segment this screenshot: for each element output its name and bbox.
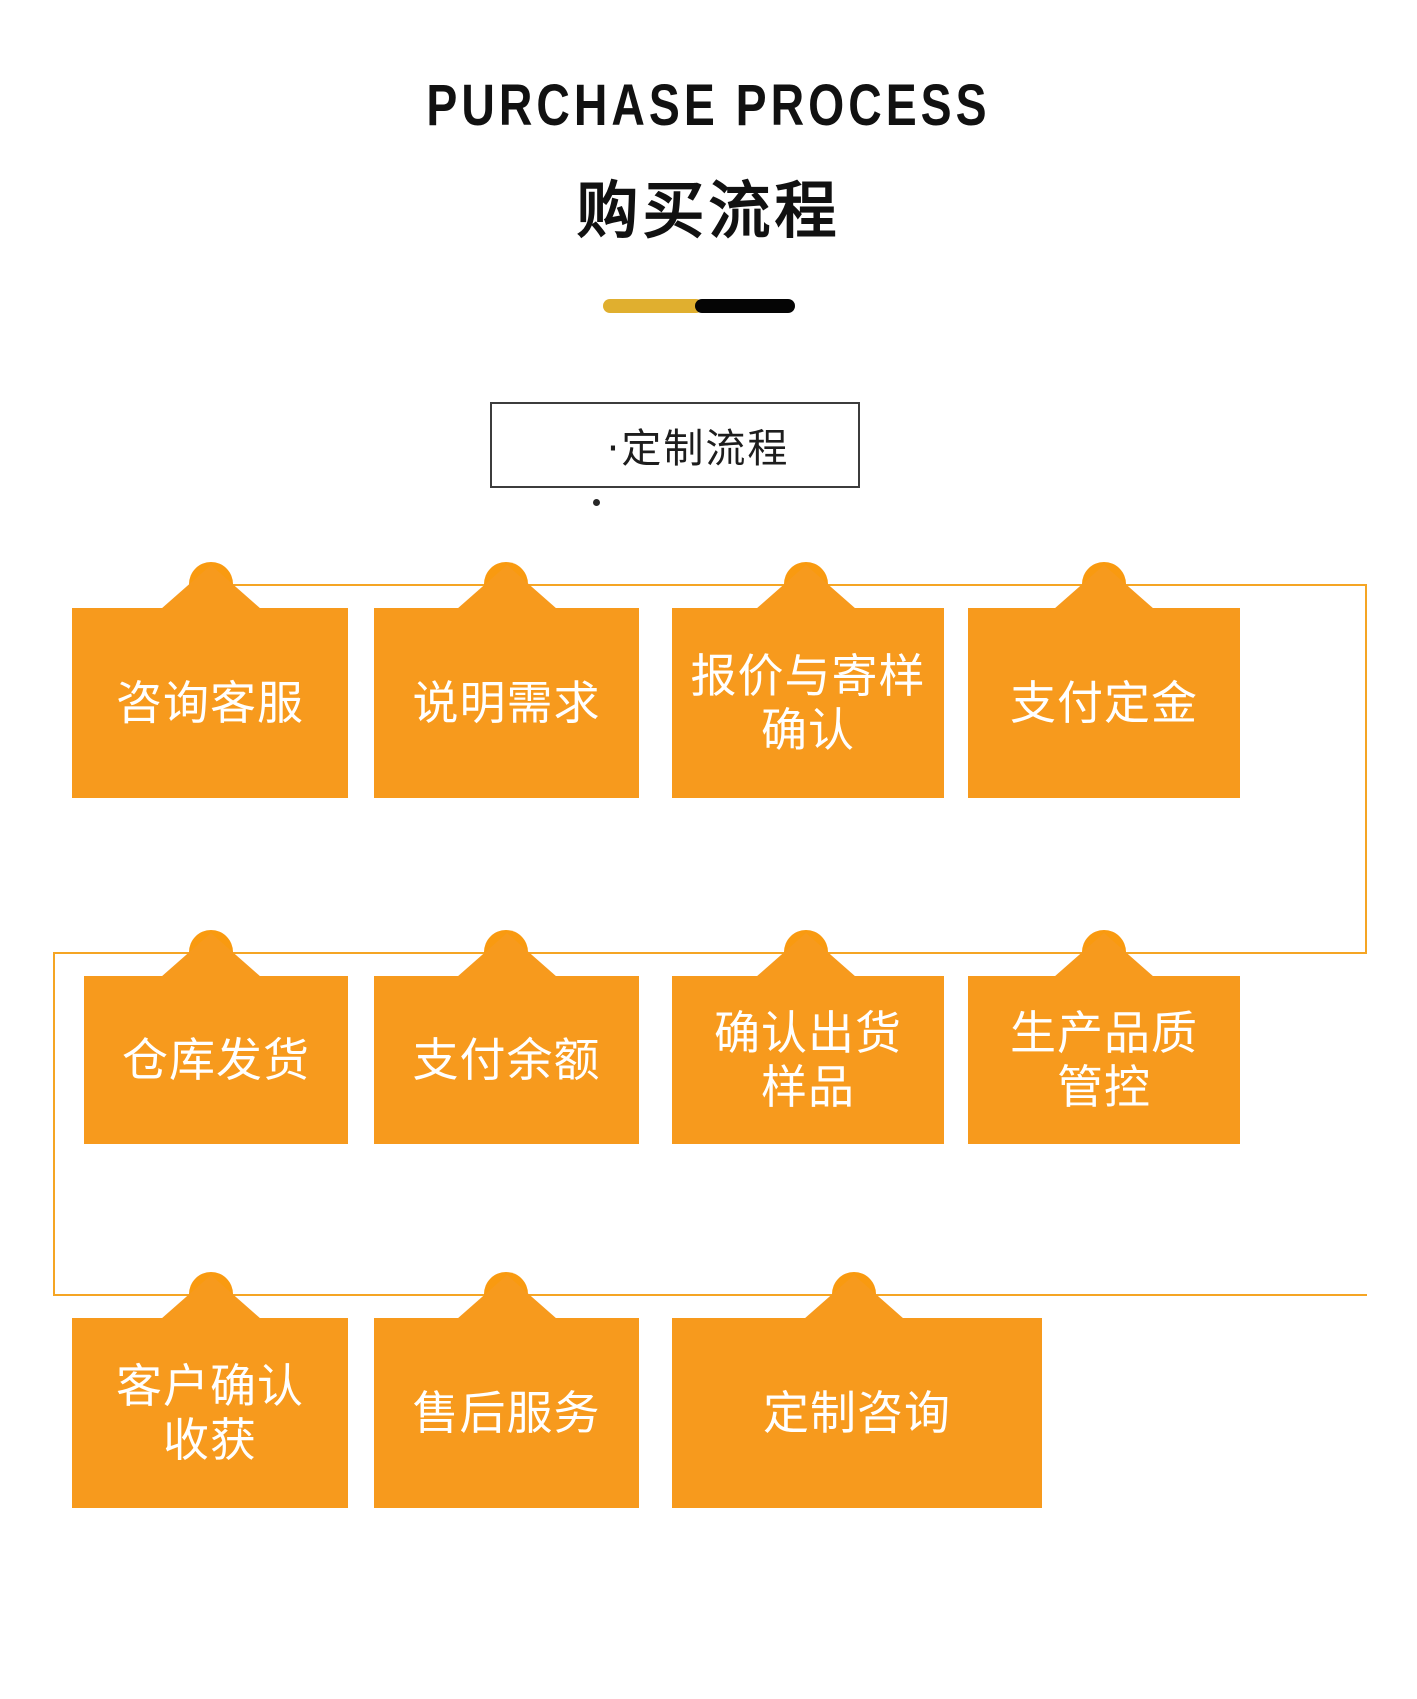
flow-step-7-label: 支付余额	[412, 1032, 601, 1087]
flow-step-1[interactable]: 咨询客服	[72, 565, 348, 798]
page-title-chinese: 购买流程	[576, 174, 841, 247]
flow-step-1-label: 咨询客服	[116, 675, 304, 730]
flow-step-5-notch	[1054, 933, 1154, 977]
flow-step-6-notch	[756, 933, 856, 977]
flow-step-4-notch	[1054, 565, 1154, 609]
connector-row2-horizontal	[53, 952, 1367, 954]
subtitle-accent-dot	[593, 499, 600, 506]
flow-step-3-label: 报价与寄样 确认	[690, 648, 926, 757]
flow-step-2-notch	[457, 565, 557, 609]
flow-step-2[interactable]: 说明需求	[374, 565, 639, 798]
section-subtitle-label: ·定制流程	[606, 426, 790, 472]
connector-row3-horizontal	[53, 1294, 1367, 1296]
flow-step-9-label: 客户确认 收获	[116, 1358, 304, 1467]
flow-step-8-notch	[161, 933, 261, 977]
flow-step-5[interactable]: 生产品质 管控	[968, 933, 1240, 1144]
flow-step-6-label: 确认出货 样品	[714, 1005, 902, 1114]
flow-step-2-label: 说明需求	[412, 675, 601, 730]
flow-step-4[interactable]: 支付定金	[968, 565, 1240, 798]
flow-step-7[interactable]: 支付余额	[374, 933, 639, 1144]
flow-step-11-label: 定制咨询	[763, 1385, 951, 1440]
flow-step-11[interactable]: 定制咨询	[672, 1275, 1042, 1508]
flow-step-8[interactable]: 仓库发货	[84, 933, 348, 1144]
page-title-english: PURCHASE PROCESS	[426, 73, 991, 138]
flow-step-10-label: 售后服务	[412, 1385, 601, 1440]
flow-step-8-label: 仓库发货	[122, 1032, 310, 1087]
divider-gold-segment	[603, 299, 703, 313]
flow-step-4-label: 支付定金	[1010, 675, 1198, 730]
flow-step-11-notch	[804, 1275, 904, 1319]
flow-step-3-notch	[756, 565, 856, 609]
flow-step-3[interactable]: 报价与寄样 确认	[672, 565, 944, 798]
flow-step-10-notch	[457, 1275, 557, 1319]
flow-step-9-notch	[161, 1275, 261, 1319]
connector-left-vertical	[53, 952, 55, 1296]
flow-step-7-notch	[457, 933, 557, 977]
flow-step-1-notch	[161, 565, 261, 609]
divider-black-segment	[695, 299, 795, 313]
section-subtitle-box: ·定制流程	[490, 402, 860, 488]
flow-step-5-label: 生产品质 管控	[1010, 1005, 1198, 1114]
flow-step-10[interactable]: 售后服务	[374, 1275, 639, 1508]
flow-step-9[interactable]: 客户确认 收获	[72, 1275, 348, 1508]
title-divider	[603, 299, 795, 313]
flow-step-6[interactable]: 确认出货 样品	[672, 933, 944, 1144]
connector-right-vertical	[1365, 584, 1367, 954]
